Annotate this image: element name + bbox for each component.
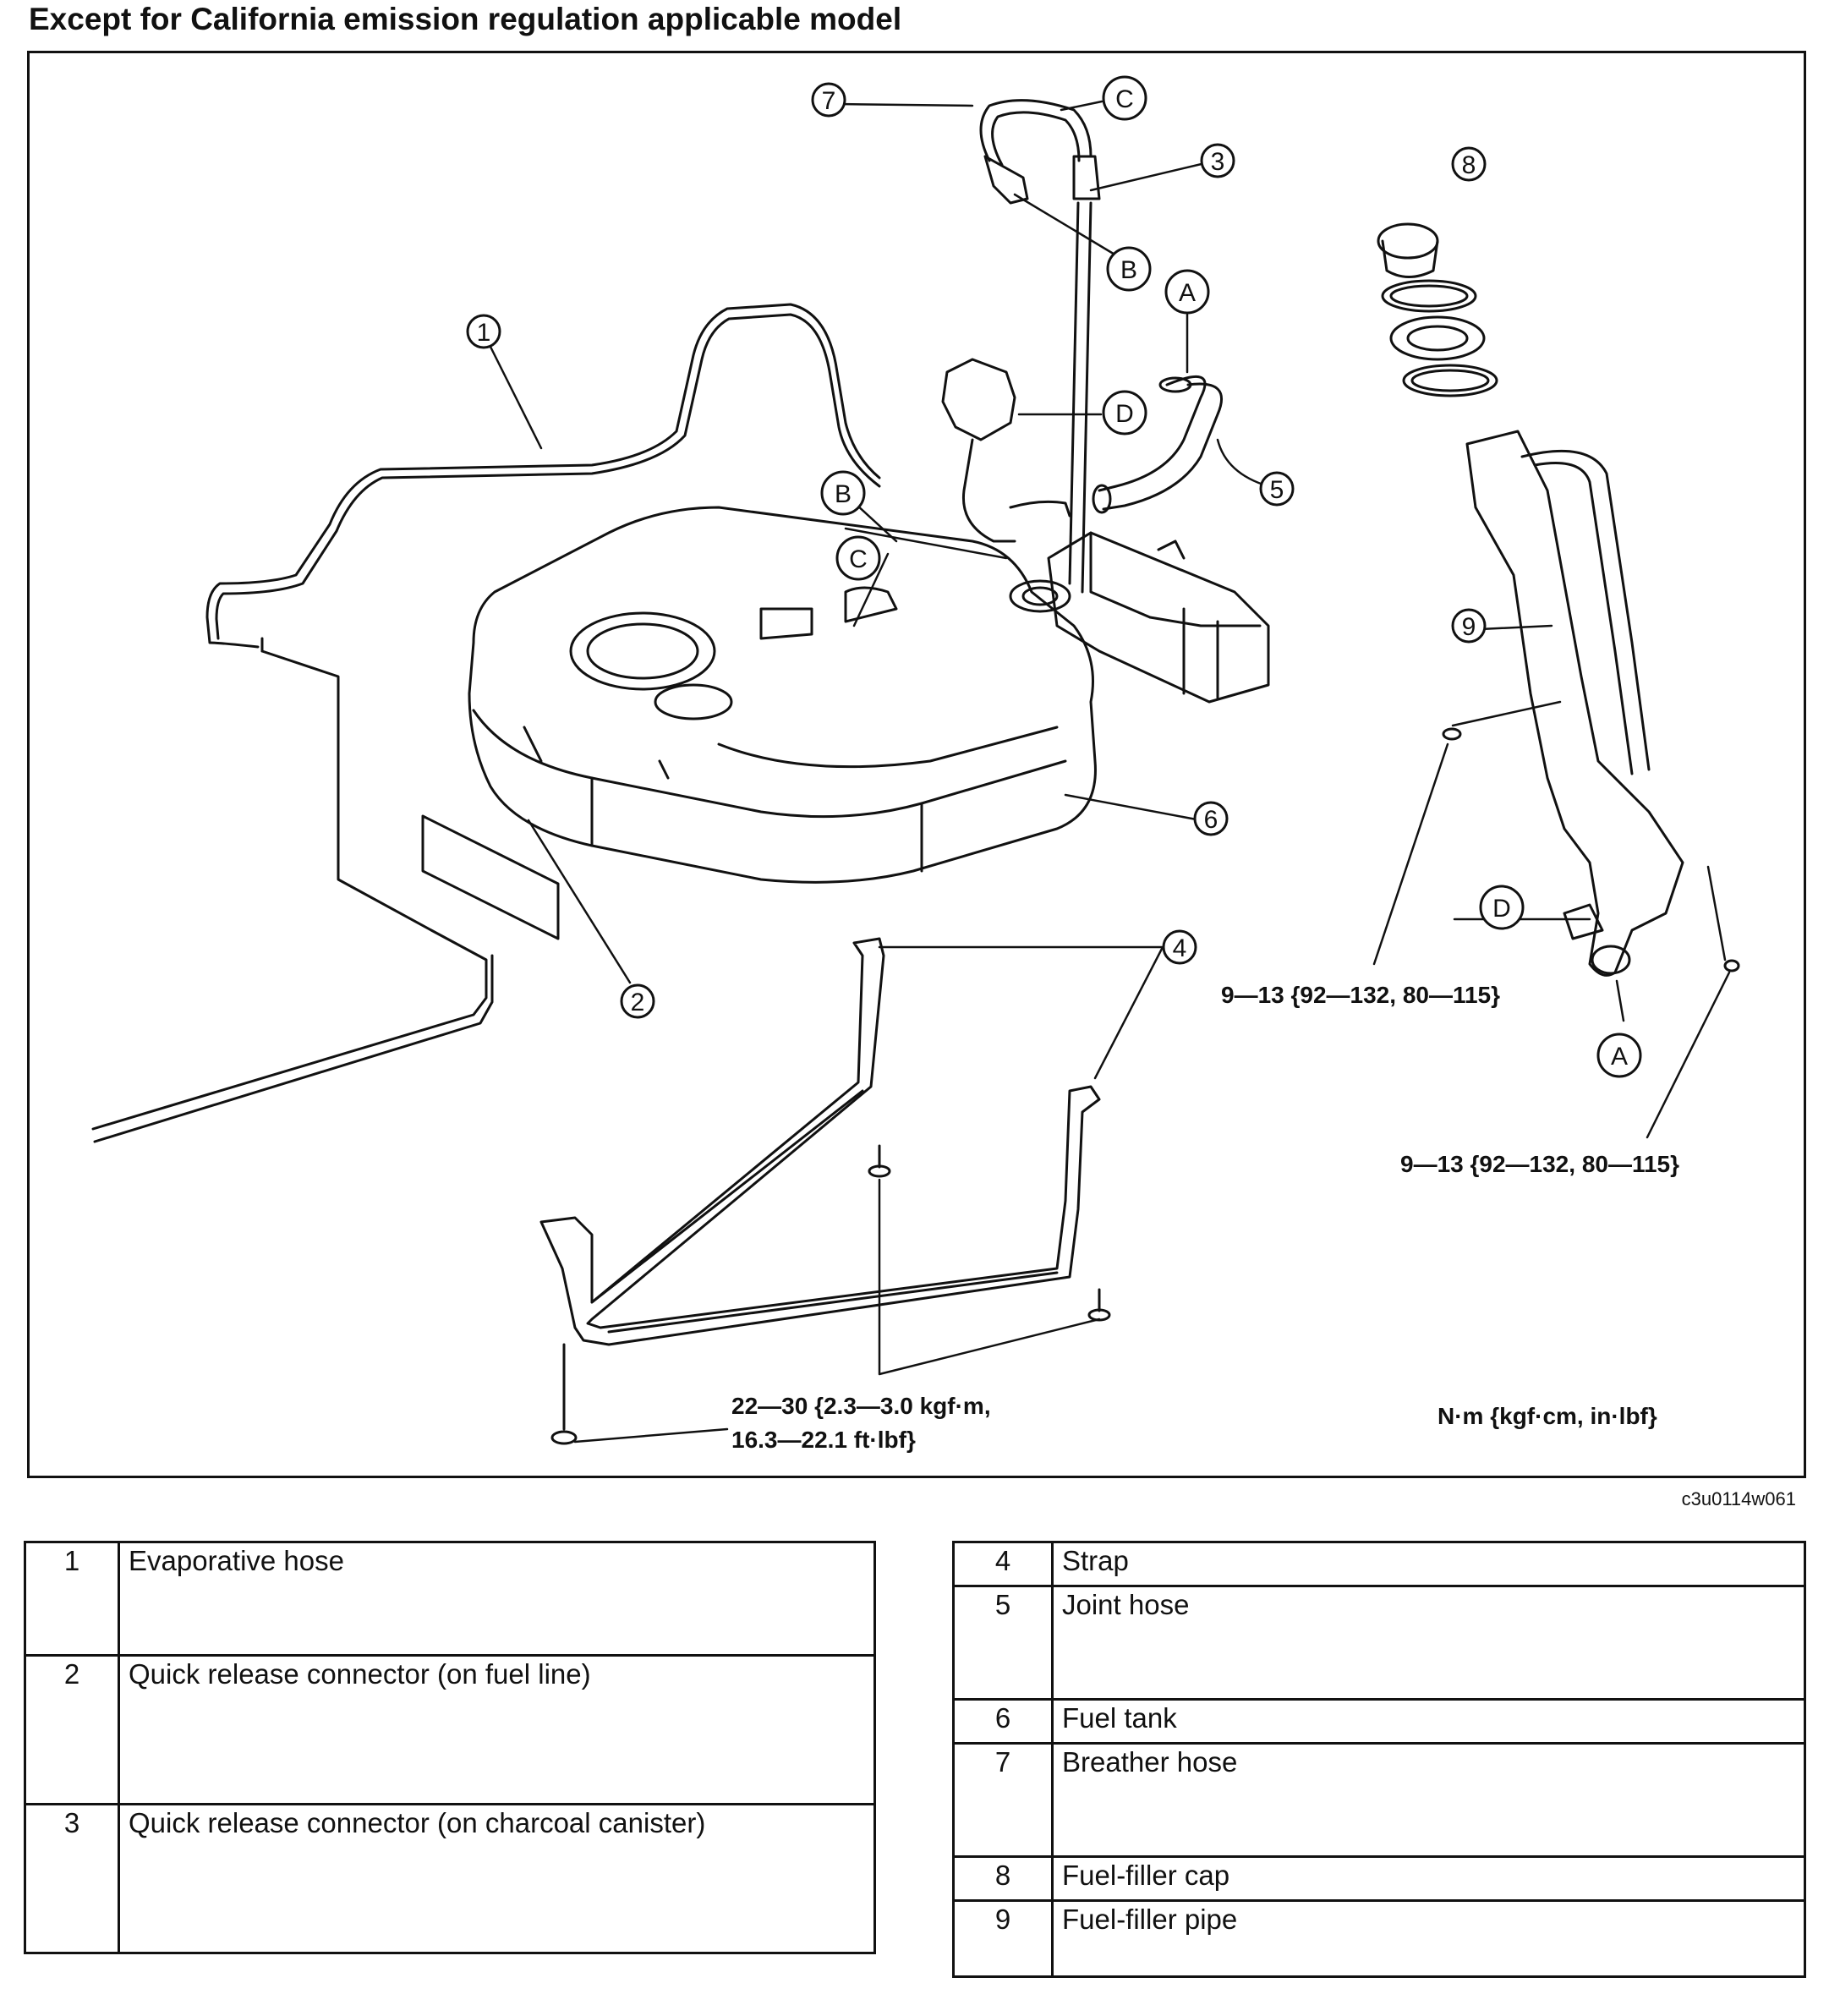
callout-9-label: 9 [1462, 613, 1476, 641]
legend-num: 8 [952, 1855, 1054, 1902]
evaporative-hose [205, 303, 881, 649]
callout-B-mid-circle [820, 470, 866, 516]
legend-label: Quick release connector (on fuel line) [118, 1654, 876, 1805]
callout-6-label: 6 [1204, 806, 1218, 834]
torque-strap-line2: 16.3—22.1 ft·lbf} [731, 1427, 916, 1453]
filler-gasket-upper [1381, 279, 1477, 313]
callout-A-top-circle [1164, 269, 1210, 315]
legend-row: 6 Fuel tank [952, 1698, 1806, 1745]
rollover-valve [941, 358, 1016, 441]
bolt-strap-middle [868, 1144, 891, 1178]
filler-gasket-lower [1402, 364, 1498, 397]
legend-row: 4 Strap [952, 1541, 1806, 1587]
callout-C-mid-label: C [849, 545, 868, 573]
legend-label: Strap [1051, 1541, 1806, 1587]
callout-B-mid-label: B [835, 480, 852, 508]
callout-A-top-label: A [1179, 279, 1196, 307]
fuel-tank-exploded-diagram: 1 2 3 4 5 6 7 8 9 A A B B C C D D 9—13 {… [91, 75, 1740, 1453]
legend-label: Fuel tank [1051, 1698, 1806, 1745]
legend-label: Joint hose [1051, 1585, 1806, 1701]
callout-5-circle [1259, 471, 1295, 507]
callout-1-label: 1 [477, 319, 491, 347]
callout-C-top-label: C [1115, 85, 1134, 113]
figure-id: c3u0114w061 [1681, 1488, 1796, 1509]
torque-filler-lower: 9—13 {92—132, 80—115} [1400, 1151, 1679, 1177]
fuel-pump-flange [569, 611, 716, 691]
torque-filler-upper: 9—13 {92—132, 80—115} [1221, 982, 1500, 1008]
callout-7-circle [811, 82, 846, 118]
legend-row: 5 Joint hose [952, 1585, 1806, 1701]
callout-D-bottom-circle [1479, 885, 1525, 930]
callout-5-label: 5 [1270, 476, 1284, 504]
breather-hose [979, 99, 1092, 162]
legend-label: Fuel-filler cap [1051, 1855, 1806, 1902]
legend-label: Fuel-filler pipe [1051, 1899, 1806, 1978]
strap [539, 937, 1101, 1346]
legend-row: 1 Evaporative hose [24, 1541, 876, 1657]
legend-row: 2 Quick release connector (on fuel line) [24, 1654, 876, 1805]
callout-2-circle [620, 983, 655, 1019]
legend-label: Evaporative hose [118, 1541, 876, 1657]
callout-1-circle [466, 314, 501, 349]
callout-8-label: 8 [1462, 151, 1476, 179]
fuel-tank [468, 506, 1097, 884]
callout-B-top-label: B [1120, 256, 1137, 284]
legend-row: 8 Fuel-filler cap [952, 1855, 1806, 1902]
legend-table-left: 1 Evaporative hose 2 Quick release conne… [24, 1541, 876, 1954]
callout-7-label: 7 [822, 87, 836, 115]
joint-hose [1098, 375, 1207, 492]
bolt-filler-upper [1442, 727, 1462, 741]
legend-row: 9 Fuel-filler pipe [952, 1899, 1806, 1978]
fuel-line [91, 649, 488, 1131]
filler-cap-ring [1389, 315, 1486, 361]
callout-2-label: 2 [631, 989, 645, 1016]
legend-row: 7 Breather hose [952, 1742, 1806, 1858]
callout-C-mid-circle [835, 535, 881, 581]
legend-num: 9 [952, 1899, 1054, 1978]
legend-label: Breather hose [1051, 1742, 1806, 1858]
page-title: Except for California emission regulatio… [29, 2, 902, 36]
bolt-filler-lower [1723, 959, 1740, 972]
callout-4-label: 4 [1173, 934, 1187, 962]
legend-row: 3 Quick release connector (on charcoal c… [24, 1803, 876, 1954]
legend-num: 4 [952, 1541, 1054, 1587]
legend-num: 6 [952, 1698, 1054, 1745]
callout-4-circle [1162, 929, 1197, 965]
callout-9-circle [1451, 608, 1487, 644]
bolt-strap-left [550, 1343, 578, 1445]
callout-D-bottom-label: D [1492, 895, 1511, 923]
callout-B-top-circle [1106, 246, 1152, 292]
legend-num: 2 [24, 1654, 120, 1805]
callout-C-top-circle [1102, 75, 1147, 121]
legend-label: Quick release connector (on charcoal can… [118, 1803, 876, 1954]
callout-8-circle [1451, 146, 1487, 182]
bolt-strap-right [1087, 1288, 1111, 1322]
callout-D-top-circle [1102, 390, 1147, 436]
callout-3-circle [1200, 143, 1235, 178]
callout-D-top-label: D [1115, 400, 1134, 428]
legend-num: 1 [24, 1541, 120, 1657]
torque-units: N·m {kgf·cm, in·lbf} [1438, 1403, 1657, 1429]
legend-num: 5 [952, 1585, 1054, 1701]
diagram-frame [27, 51, 1806, 1478]
callout-A-bottom-circle [1596, 1033, 1642, 1078]
fuel-filler-cap [1377, 222, 1439, 260]
callout-3-label: 3 [1211, 148, 1225, 176]
legend-table-right: 4 Strap 5 Joint hose 6 Fuel tank 7 Breat… [952, 1541, 1806, 1978]
callout-A-bottom-label: A [1611, 1043, 1628, 1071]
legend-num: 3 [24, 1803, 120, 1954]
charcoal-canister [1047, 531, 1270, 704]
fuel-filler-pipe [1465, 430, 1684, 977]
torque-strap-line1: 22—30 {2.3—3.0 kgf·m, [731, 1393, 991, 1419]
legend-num: 7 [952, 1742, 1054, 1858]
callout-6-circle [1193, 801, 1229, 836]
